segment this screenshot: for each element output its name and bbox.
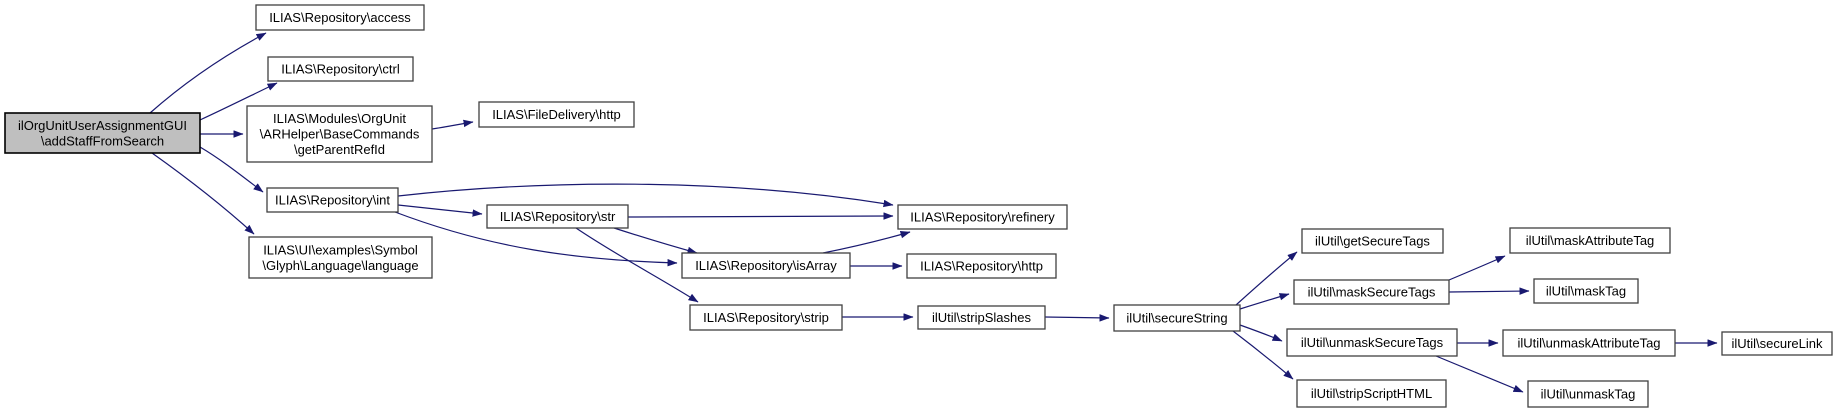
node-str[interactable]: ILIAS\Repository\str — [486, 204, 629, 229]
edges-layer — [149, 32, 1718, 393]
node-label-stripSlashes-line0: ilUtil\stripSlashes — [932, 310, 1031, 325]
node-box-stripSlashes — [917, 305, 1046, 330]
node-box-unmaskTag — [1527, 380, 1649, 408]
node-strip[interactable]: ILIAS\Repository\strip — [689, 304, 843, 331]
node-box-getSecureTags — [1301, 228, 1444, 254]
nodes-layer: ilOrgUnitUserAssignmentGUI\addStaffFromS… — [4, 4, 1833, 408]
node-refinery[interactable]: ILIAS\Repository\refinery — [897, 204, 1068, 230]
node-unmaskTag[interactable]: ilUtil\unmaskTag — [1527, 380, 1649, 408]
edge-addStaffFromSearch-to-language — [151, 152, 255, 235]
node-label-access-line0: ILIAS\Repository\access — [269, 10, 411, 25]
edge-addStaffFromSearch-to-int — [199, 146, 264, 193]
node-box-secureString — [1113, 304, 1241, 332]
node-label-secureLink-line0: ilUtil\secureLink — [1731, 336, 1823, 351]
node-box-stripScriptHTML — [1296, 379, 1447, 408]
node-language[interactable]: ILIAS\UI\examples\Symbol\Glyph\Language\… — [248, 236, 433, 279]
edge-isArray-to-refinery — [822, 231, 911, 254]
node-unmaskSecureTags[interactable]: ilUtil\unmaskSecureTags — [1286, 328, 1458, 357]
node-label-isArray-line0: ILIAS\Repository\isArray — [695, 258, 837, 273]
node-label-getParentRefId-line0: ILIAS\Modules\OrgUnit — [273, 111, 406, 126]
edge-maskSecureTags-to-maskAttributeTag — [1448, 255, 1506, 281]
node-box-maskAttributeTag — [1509, 227, 1671, 254]
node-secureString[interactable]: ilUtil\secureString — [1113, 304, 1241, 332]
node-box-isArray — [681, 252, 851, 279]
node-label-unmaskAttributeTag-line0: ilUtil\unmaskAttributeTag — [1517, 336, 1660, 351]
node-label-secureString-line0: ilUtil\secureString — [1126, 311, 1227, 326]
node-getParentRefId[interactable]: ILIAS\Modules\OrgUnit\ARHelper\BaseComma… — [246, 105, 433, 163]
node-maskSecureTags[interactable]: ilUtil\maskSecureTags — [1293, 279, 1450, 305]
node-label-unmaskSecureTags-line0: ilUtil\unmaskSecureTags — [1301, 335, 1444, 350]
edge-secureString-to-maskSecureTags — [1239, 293, 1290, 310]
node-label-maskTag-line0: ilUtil\maskTag — [1546, 284, 1626, 299]
node-label-stripScriptHTML-line0: ilUtil\stripScriptHTML — [1311, 386, 1432, 401]
node-box-unmaskAttributeTag — [1502, 329, 1676, 357]
edge-str-to-refinery — [627, 212, 894, 220]
node-box-int — [266, 187, 399, 213]
node-label-language-line0: ILIAS\UI\examples\Symbol — [263, 242, 418, 257]
node-box-maskTag — [1533, 278, 1639, 304]
node-label-maskAttributeTag-line0: ilUtil\maskAttributeTag — [1526, 233, 1655, 248]
node-label-getParentRefId-line1: \ARHelper\BaseCommands — [260, 127, 420, 142]
node-getSecureTags[interactable]: ilUtil\getSecureTags — [1301, 228, 1444, 254]
node-label-ctrl-line0: ILIAS\Repository\ctrl — [281, 62, 400, 77]
edge-secureString-to-getSecureTags — [1235, 251, 1298, 306]
edge-addStaffFromSearch-to-access — [149, 32, 267, 114]
node-label-str-line0: ILIAS\Repository\str — [500, 209, 616, 224]
node-label-strip-line0: ILIAS\Repository\strip — [703, 310, 829, 325]
edge-unmaskSecureTags-to-unmaskTag — [1435, 355, 1524, 393]
edge-secureString-to-unmaskSecureTags — [1239, 324, 1283, 342]
node-label-getParentRefId-line2: \getParentRefId — [294, 142, 385, 157]
edge-int-to-refinery — [397, 183, 894, 208]
node-repositoryHttp[interactable]: ILIAS\Repository\http — [906, 253, 1057, 279]
node-label-fileDeliveryHttp-line0: ILIAS\FileDelivery\http — [492, 107, 621, 122]
edge-int-to-str — [397, 204, 483, 217]
edge-int-to-isArray — [394, 211, 678, 267]
node-box-addStaffFromSearch — [4, 112, 201, 154]
main-node-addStaffFromSearch[interactable]: ilOrgUnitUserAssignmentGUI\addStaffFromS… — [4, 112, 201, 154]
node-box-unmaskSecureTags — [1286, 328, 1458, 357]
node-maskTag[interactable]: ilUtil\maskTag — [1533, 278, 1639, 304]
node-box-ctrl — [267, 56, 414, 82]
node-label-maskSecureTags-line0: ilUtil\maskSecureTags — [1308, 285, 1436, 300]
node-box-refinery — [897, 204, 1068, 230]
edge-str-to-isArray — [613, 227, 698, 255]
node-label-repositoryHttp-line0: ILIAS\Repository\http — [920, 259, 1043, 274]
node-box-secureLink — [1721, 331, 1833, 356]
edge-str-to-strip — [575, 227, 699, 303]
node-label-language-line1: \Glyph\Language\language — [262, 258, 418, 273]
edge-maskSecureTags-to-maskTag — [1448, 287, 1530, 295]
node-fileDeliveryHttp[interactable]: ILIAS\FileDelivery\http — [478, 101, 635, 128]
node-box-strip — [689, 304, 843, 331]
node-box-repositoryHttp — [906, 253, 1057, 279]
edge-stripSlashes-to-secureString — [1044, 314, 1110, 322]
node-box-fileDeliveryHttp — [478, 101, 635, 128]
node-unmaskAttributeTag[interactable]: ilUtil\unmaskAttributeTag — [1502, 329, 1676, 357]
node-int[interactable]: ILIAS\Repository\int — [266, 187, 399, 213]
node-label-refinery-line0: ILIAS\Repository\refinery — [910, 210, 1055, 225]
node-box-getParentRefId — [246, 105, 433, 163]
node-stripScriptHTML[interactable]: ilUtil\stripScriptHTML — [1296, 379, 1447, 408]
node-label-getSecureTags-line0: ilUtil\getSecureTags — [1315, 234, 1430, 249]
node-box-maskSecureTags — [1293, 279, 1450, 305]
edge-secureString-to-stripScriptHTML — [1232, 330, 1294, 380]
node-stripSlashes[interactable]: ilUtil\stripSlashes — [917, 305, 1046, 330]
edge-getParentRefId-to-fileDeliveryHttp — [431, 119, 474, 130]
node-ctrl[interactable]: ILIAS\Repository\ctrl — [267, 56, 414, 82]
node-label-addStaffFromSearch-line0: ilOrgUnitUserAssignmentGUI — [18, 118, 187, 133]
node-maskAttributeTag[interactable]: ilUtil\maskAttributeTag — [1509, 227, 1671, 254]
edge-addStaffFromSearch-to-ctrl — [199, 82, 278, 121]
node-isArray[interactable]: ILIAS\Repository\isArray — [681, 252, 851, 279]
node-secureLink[interactable]: ilUtil\secureLink — [1721, 331, 1833, 356]
node-label-unmaskTag-line0: ilUtil\unmaskTag — [1541, 387, 1636, 402]
node-box-str — [486, 204, 629, 229]
node-access[interactable]: ILIAS\Repository\access — [255, 4, 425, 31]
node-box-language — [248, 236, 433, 279]
node-box-access — [255, 4, 425, 31]
node-label-addStaffFromSearch-line1: \addStaffFromSearch — [41, 133, 164, 148]
node-label-int-line0: ILIAS\Repository\int — [275, 193, 390, 208]
